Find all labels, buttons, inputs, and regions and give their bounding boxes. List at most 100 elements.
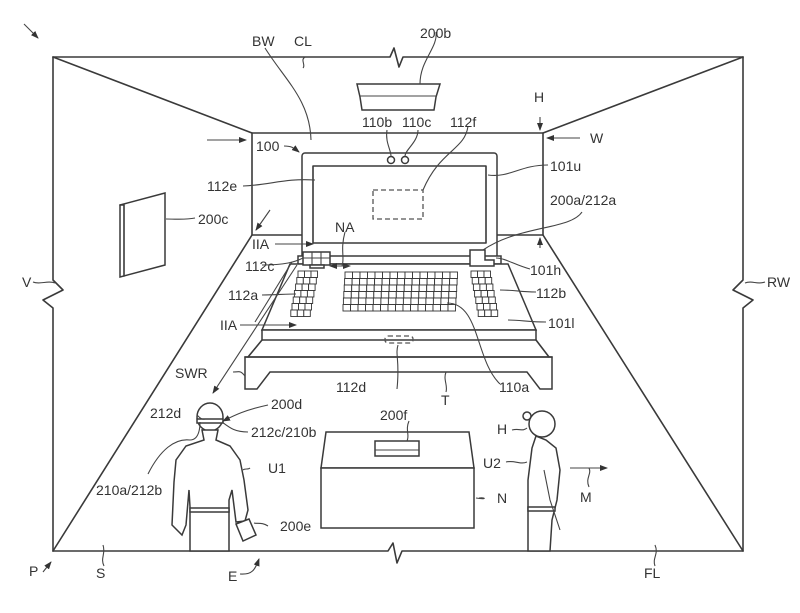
key bbox=[440, 291, 450, 299]
key bbox=[305, 296, 314, 304]
key bbox=[290, 309, 298, 317]
label-BW: BW bbox=[252, 33, 275, 49]
key bbox=[357, 304, 366, 312]
key bbox=[300, 290, 308, 298]
keypad-112b bbox=[470, 270, 499, 317]
key bbox=[483, 270, 491, 278]
key bbox=[477, 270, 485, 278]
label-101h: 101h bbox=[530, 262, 561, 278]
key bbox=[402, 304, 411, 312]
key bbox=[306, 290, 315, 298]
virtual-window-112f bbox=[372, 189, 424, 220]
label-M: M bbox=[580, 489, 592, 505]
key bbox=[380, 291, 390, 299]
object-N bbox=[320, 431, 475, 529]
label-112e: 112e bbox=[207, 178, 237, 194]
key bbox=[483, 303, 491, 311]
key bbox=[302, 277, 311, 285]
key bbox=[388, 284, 398, 292]
key bbox=[419, 271, 428, 279]
key bbox=[365, 291, 375, 299]
key bbox=[410, 291, 420, 299]
sensor-wave-range-SWR bbox=[212, 264, 298, 394]
label-110b: 110b bbox=[362, 114, 392, 130]
key bbox=[357, 297, 367, 305]
label-S: S bbox=[96, 565, 105, 581]
handheld-200e bbox=[235, 518, 257, 543]
keypad-112a bbox=[290, 270, 318, 317]
key bbox=[303, 309, 311, 317]
key bbox=[480, 290, 489, 298]
camera-110c bbox=[400, 155, 410, 165]
key bbox=[309, 277, 317, 285]
key bbox=[433, 284, 443, 292]
key bbox=[359, 278, 368, 286]
key bbox=[403, 291, 412, 299]
label-T: T bbox=[441, 392, 450, 408]
label-H-user: H bbox=[497, 421, 507, 437]
key bbox=[389, 278, 398, 286]
label-U1: U1 bbox=[268, 460, 286, 476]
label-112d: 112d bbox=[336, 379, 366, 395]
key bbox=[342, 304, 351, 312]
label-200b: 200b bbox=[420, 25, 451, 41]
key bbox=[308, 283, 316, 291]
key bbox=[418, 284, 428, 292]
floor-line bbox=[52, 542, 744, 564]
key bbox=[343, 284, 353, 292]
camera-110b bbox=[386, 155, 396, 165]
key bbox=[426, 278, 436, 286]
key bbox=[291, 303, 299, 311]
label-112c: 112c bbox=[245, 258, 274, 274]
label-U2: U2 bbox=[483, 455, 501, 471]
key bbox=[417, 297, 427, 305]
label-V: V bbox=[22, 274, 32, 290]
headset-212d bbox=[196, 418, 224, 424]
key bbox=[441, 278, 451, 286]
table-T bbox=[244, 339, 553, 390]
key bbox=[350, 297, 359, 305]
key bbox=[419, 278, 428, 286]
key bbox=[441, 284, 450, 292]
key bbox=[485, 283, 494, 291]
key bbox=[395, 304, 404, 312]
key bbox=[374, 271, 383, 279]
label-200d: 200d bbox=[271, 396, 302, 412]
key bbox=[411, 278, 421, 286]
key bbox=[387, 304, 396, 312]
key bbox=[477, 309, 486, 317]
key bbox=[490, 309, 499, 317]
key bbox=[351, 284, 360, 292]
laptop-100 bbox=[260, 152, 538, 344]
key bbox=[425, 291, 435, 299]
label-100: 100 bbox=[256, 138, 280, 154]
key bbox=[350, 304, 359, 312]
label-IIA-top: IIA bbox=[252, 236, 270, 252]
key bbox=[304, 303, 312, 311]
ceiling-left-edge bbox=[52, 56, 253, 134]
key bbox=[417, 304, 426, 312]
key bbox=[304, 270, 312, 278]
label-200e: 200e bbox=[280, 518, 311, 534]
key bbox=[344, 271, 353, 279]
right-wall-edge bbox=[732, 56, 754, 552]
key bbox=[432, 304, 441, 312]
key bbox=[411, 284, 420, 292]
key bbox=[381, 284, 390, 292]
key bbox=[296, 309, 305, 317]
keyboard-110a bbox=[342, 271, 458, 312]
key bbox=[366, 284, 375, 292]
key bbox=[297, 270, 305, 278]
label-SWR: SWR bbox=[175, 365, 208, 381]
label-110a: 110a bbox=[499, 379, 529, 395]
label-200f: 200f bbox=[380, 407, 407, 423]
label-212c-210b: 212c/210b bbox=[251, 424, 317, 440]
sensor-112c bbox=[302, 251, 331, 269]
label-FL: FL bbox=[644, 565, 661, 581]
key bbox=[380, 297, 389, 305]
key bbox=[310, 270, 318, 278]
key bbox=[351, 278, 361, 286]
key bbox=[481, 296, 490, 304]
key bbox=[432, 297, 442, 305]
key bbox=[447, 304, 456, 312]
